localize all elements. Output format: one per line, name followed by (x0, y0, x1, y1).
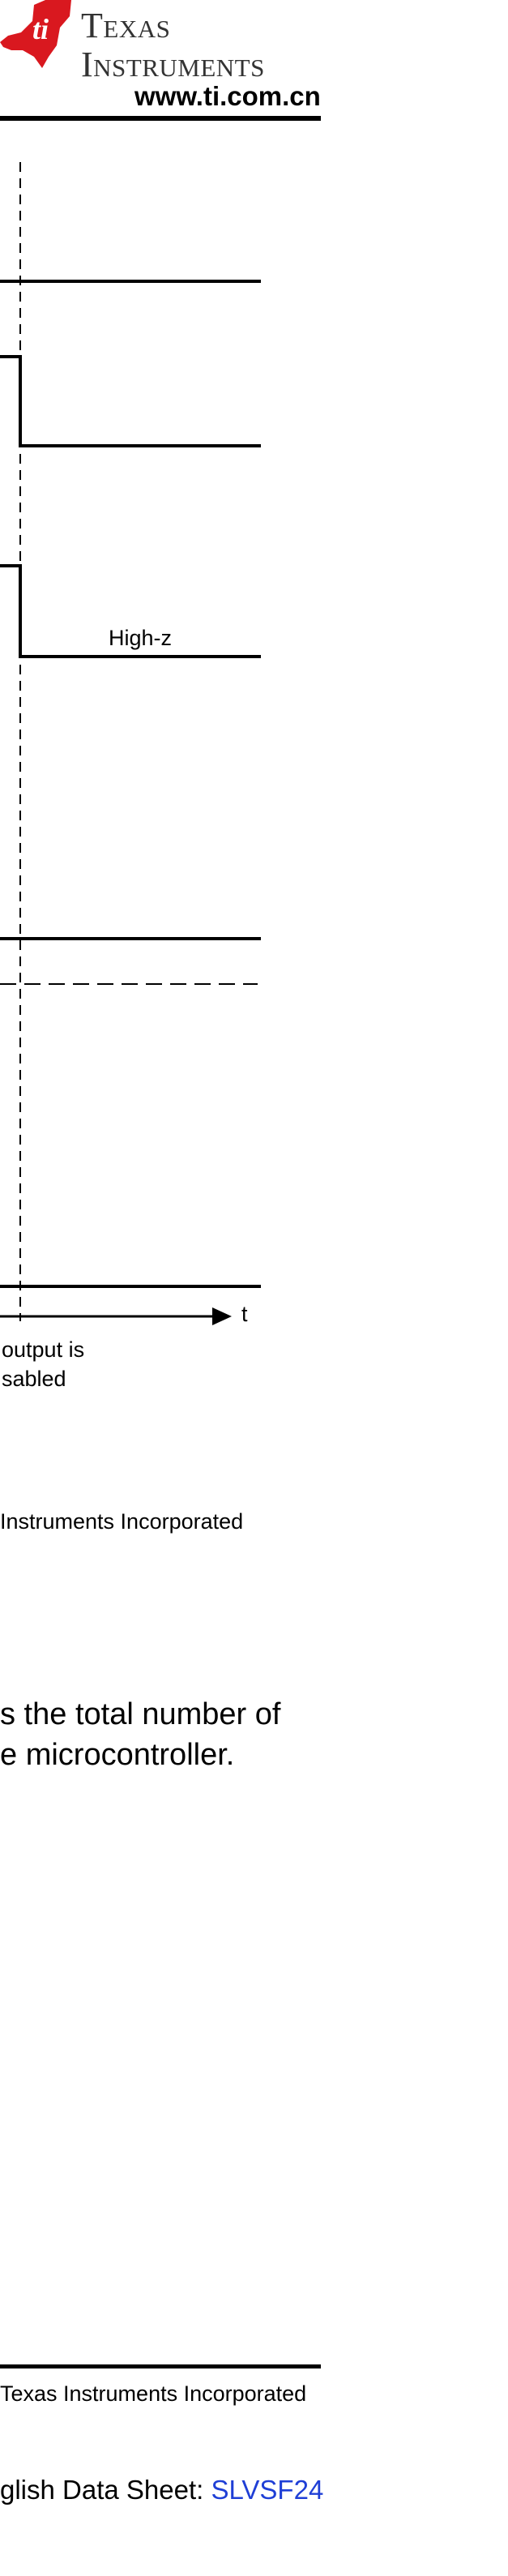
body-line-1: s the total number of (0, 1697, 281, 1731)
datasheet-prefix: glish Data Sheet: (0, 2475, 211, 2505)
datasheet-reference: glish Data Sheet: SLVSF24 (0, 2475, 323, 2505)
figure-copyright: Instruments Incorporated (0, 1509, 244, 1534)
ti-logo-icon: ti (0, 0, 71, 68)
time-axis-arrow (212, 1307, 232, 1325)
signal-3-trace (0, 564, 261, 658)
signal-2-trace (0, 355, 261, 447)
body-line-2: e microcontroller. (0, 1738, 235, 1772)
footer-copyright: Texas Instruments Incorporated (0, 2381, 307, 2406)
svg-text:ti: ti (32, 13, 49, 45)
brand-line-2: Instruments (81, 45, 265, 84)
footer-rule (0, 2364, 321, 2368)
datasheet-link[interactable]: SLVSF24 (211, 2475, 324, 2505)
time-axis-label: t (241, 1302, 248, 1326)
body-paragraph: s the total number of e microcontroller. (0, 1694, 280, 1775)
brand-wordmark: Texas Instruments (81, 8, 265, 83)
timing-diagram (0, 162, 261, 1325)
brand-line-1: Texas (81, 6, 171, 45)
high-z-label: High-z (109, 626, 173, 650)
event-label-line-1: output is (2, 1337, 85, 1362)
event-label-line-2: sabled (2, 1367, 66, 1391)
website-link[interactable]: www.ti.com.cn (134, 81, 321, 111)
header-rule (0, 116, 321, 121)
